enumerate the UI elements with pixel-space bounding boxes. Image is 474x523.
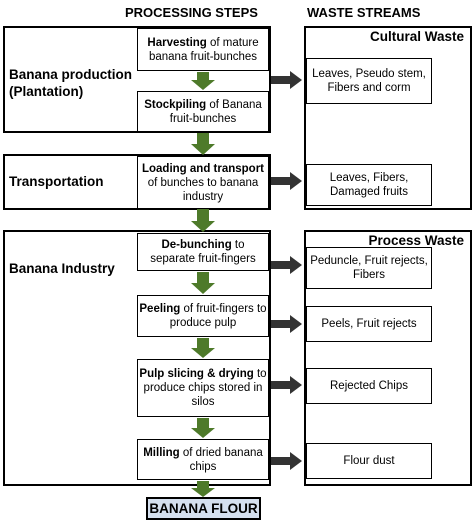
plantation-label: Banana production (Plantation) (9, 67, 133, 99)
arrow-to-waste-2 (271, 172, 302, 190)
waste-slicing: Rejected Chips (306, 368, 432, 404)
arrow-stockpile-to-transport (191, 133, 215, 155)
step-stockpiling-bold: Stockpiling (144, 98, 207, 111)
arrow-to-waste-4 (271, 315, 302, 333)
arrow-to-waste-5 (271, 376, 302, 394)
transportation-label: Transportation (9, 174, 104, 189)
cultural-waste-label: Cultural Waste (369, 29, 464, 44)
green-arrows (191, 72, 215, 497)
step-stockpiling: Stockpiling of Banana fruit-bunches (137, 91, 269, 132)
step-slicing-rest: to produce chips stored in silos (143, 368, 267, 408)
waste-streams-header: WASTE STREAMS (307, 5, 421, 20)
step-harvesting-bold: Harvesting (147, 36, 207, 49)
arrow-peel-to-slice (191, 338, 215, 358)
step-peeling: Peeling of fruit-fingers to produce pulp (137, 295, 269, 337)
step-milling-bold: Milling (143, 446, 180, 459)
arrow-mill-to-flour (191, 481, 215, 497)
step-milling-rest: of dried banana chips (179, 446, 263, 473)
step-stockpiling-rest: of Banana fruit-bunches (169, 98, 262, 125)
step-peeling-bold: Peeling (139, 303, 181, 315)
industry-label: Banana Industry (9, 261, 115, 276)
final-product-box: BANANA FLOUR (146, 497, 261, 520)
waste-peeling: Peels, Fruit rejects (306, 306, 432, 342)
step-harvesting: Harvesting of mature banana fruit-bunche… (137, 28, 269, 71)
arrow-transport-to-debunch (191, 209, 215, 232)
arrow-slice-to-mill (191, 418, 215, 438)
processing-steps-header: PROCESSING STEPS (125, 5, 258, 20)
waste-plantation-text: Leaves, Pseudo stem, Fibers and corm (312, 68, 426, 94)
step-debunching-bold: De-bunching (161, 239, 232, 251)
step-milling: Milling of dried banana chips (137, 439, 269, 480)
step-harvesting-rest: of mature banana fruit-bunches (148, 36, 259, 63)
waste-arrows (271, 71, 302, 470)
waste-debunching-text: Peduncle, Fruit rejects, Fibers (310, 255, 428, 281)
process-waste-label: Process Waste (368, 233, 464, 248)
waste-transport: Leaves, Fibers, Damaged fruits (306, 164, 432, 206)
waste-debunching: Peduncle, Fruit rejects, Fibers (306, 247, 432, 289)
step-loading-bold: Loading and transport (141, 162, 265, 175)
waste-milling-text: Flour dust (343, 455, 395, 467)
step-slicing-drying: Pulp slicing & drying to produce chips s… (137, 359, 269, 417)
waste-slicing-text: Rejected Chips (330, 380, 408, 392)
arrow-to-waste-6 (271, 452, 302, 470)
waste-milling: Flour dust (306, 443, 432, 479)
arrow-to-waste-3 (271, 256, 302, 274)
arrow-harvest-to-stockpile (191, 72, 215, 90)
waste-transport-text: Leaves, Fibers, Damaged fruits (329, 172, 409, 198)
step-peeling-rest: of fruit-fingers to produce pulp (169, 303, 267, 329)
step-loading-rest: of bunches to banana industry (147, 176, 259, 203)
final-product-label: BANANA FLOUR (149, 501, 258, 516)
waste-peeling-text: Peels, Fruit rejects (321, 318, 417, 330)
step-debunching: De-bunching to separate fruit-fingers (137, 233, 269, 271)
arrow-to-waste-1 (271, 71, 302, 89)
step-slicing-bold: Pulp slicing & drying (139, 368, 254, 380)
step-loading-transport: Loading and transport of bunches to bana… (137, 156, 269, 209)
waste-plantation: Leaves, Pseudo stem, Fibers and corm (306, 58, 432, 104)
step-debunching-rest: to separate fruit-fingers (150, 239, 256, 265)
arrow-debunch-to-peel (191, 272, 215, 294)
